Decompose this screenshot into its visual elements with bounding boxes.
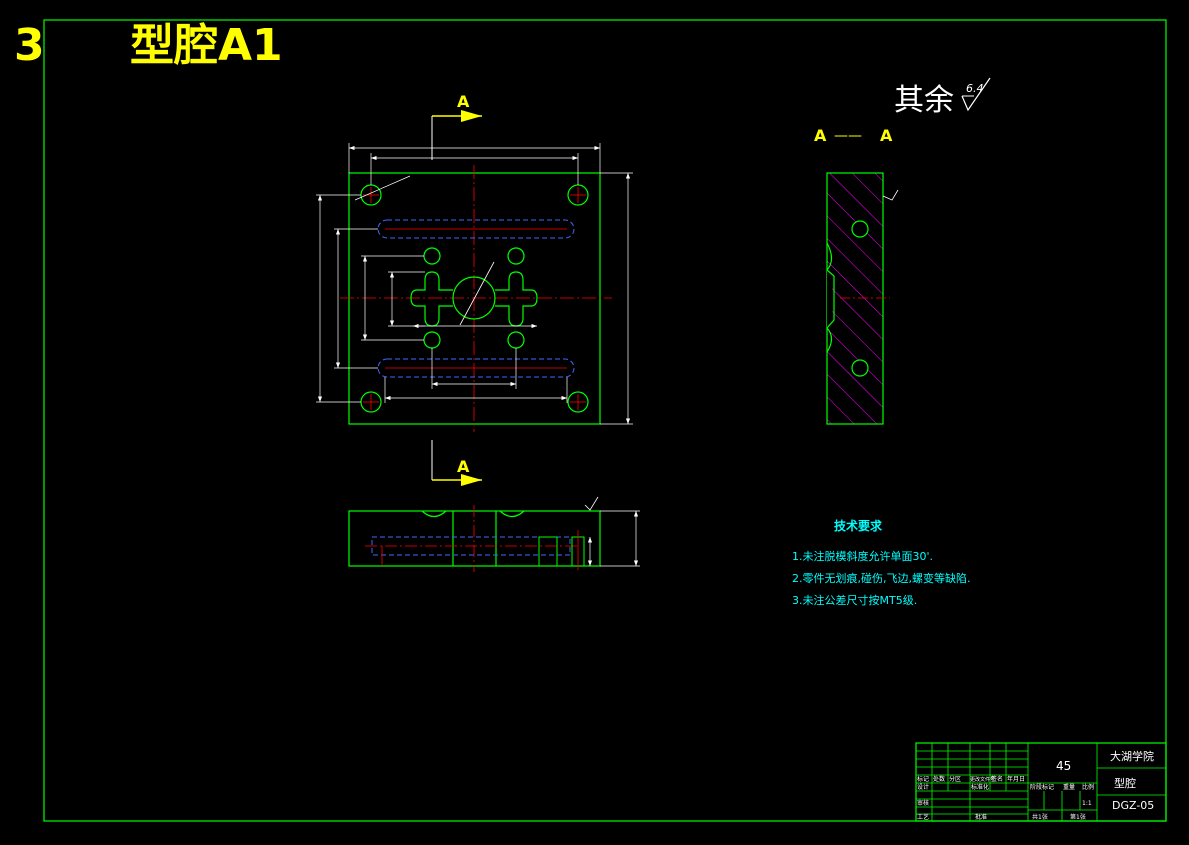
tech-requirement-2: 2.零件无划痕,碰伤,飞边,螺变等缺陷. (792, 571, 970, 585)
label-design: 设计 (917, 783, 929, 791)
title-block-drawing-no: DGZ-05 (1112, 799, 1154, 812)
label-stage-mark: 阶段标记 (1030, 783, 1054, 791)
surface-note-text: 其余 (894, 83, 954, 118)
title-block-material: 45 (1056, 759, 1071, 773)
drawing-number: 3 (14, 20, 45, 71)
tech-requirement-3: 3.未注公差尺寸按MT5级. (792, 593, 917, 607)
section-title-dash: —— (834, 128, 862, 144)
front-view (348, 496, 640, 572)
scale-value: 1:1 (1082, 800, 1092, 807)
title-block-part-name: 型腔 (1114, 776, 1136, 790)
roughness-symbol-icon (961, 77, 991, 112)
label-total-sheets: 共1张 (1032, 813, 1048, 821)
title-block (915, 742, 1167, 822)
row-label-sign: 签名 (991, 775, 1003, 783)
label-sheet: 第1张 (1070, 813, 1086, 821)
section-title-left: A (814, 126, 827, 145)
row-label-zone: 分区 (949, 775, 961, 783)
label-review: 审核 (917, 799, 929, 807)
tech-requirement-1: 1.未注脱模斜度允许单面30'. (792, 549, 933, 563)
title-block-school: 大湖学院 (1110, 749, 1154, 763)
sheet-frame (43, 19, 1167, 822)
label-approve: 批准 (975, 813, 987, 821)
row-label-mark: 标记 (917, 775, 929, 783)
row-label-date: 年月日 (1007, 775, 1025, 783)
section-marker-top-label: A (457, 92, 470, 111)
section-marker-bottom (431, 440, 482, 486)
drawing-title: 型腔A1 (130, 20, 283, 71)
label-process: 工艺 (917, 813, 929, 821)
tech-requirements-heading: 技术要求 (834, 518, 883, 533)
section-marker-bottom-label: A (457, 457, 470, 476)
section-title-right: A (880, 126, 893, 145)
row-label-count: 处数 (933, 775, 945, 783)
title-block-row-labels: 标记 处数 分区 更改文件号 签名 年月日 设计 标准化 审核 工艺 批准 阶段… (917, 775, 1094, 821)
label-standardize: 标准化 (971, 783, 989, 791)
plan-view (340, 165, 612, 432)
roughness-value: 6.4 (966, 82, 984, 95)
label-scale: 比例 (1082, 783, 1094, 791)
plan-dimensions (316, 143, 633, 425)
section-view (826, 172, 899, 425)
label-weight: 重量 (1063, 783, 1075, 791)
section-marker-top (431, 110, 482, 160)
row-label-change: 更改文件号 (970, 776, 995, 783)
